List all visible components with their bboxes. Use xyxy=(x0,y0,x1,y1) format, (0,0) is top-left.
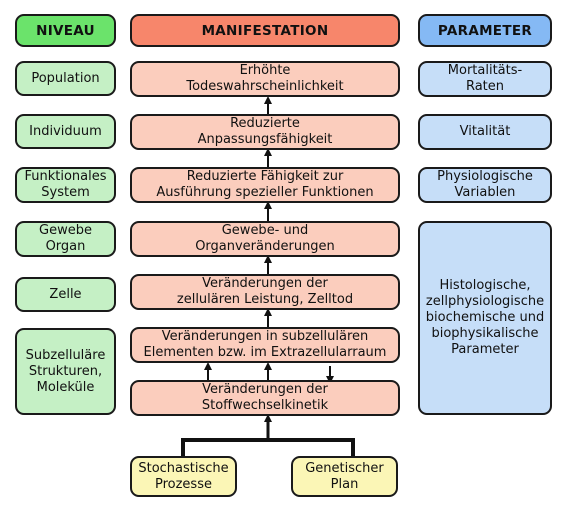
parameter-mortalitaet: Mortalitäts- Raten xyxy=(418,61,552,97)
manifestation-zelltod: Veränderungen der zellulären Leistung, Z… xyxy=(130,274,400,310)
manifestation-organveraenderungen: Gewebe- und Organveränderungen xyxy=(130,221,400,257)
niveau-population: Population xyxy=(15,61,116,96)
manifestation-stoffwechselkinetik: Veränderungen der Stoffwechselkinetik xyxy=(130,380,400,416)
manifestation-subzellulaer: Veränderungen in subzellulären Elementen… xyxy=(130,327,400,363)
niveau-subzellulaere: Subzelluläre Strukturen, Moleküle xyxy=(15,328,116,415)
niveau-funktionales-system: Funktionales System xyxy=(15,167,116,203)
parameter-histologisch: Histologische, zellphysiologische bioche… xyxy=(418,221,552,415)
manifestation-todeswahrscheinlichkeit: Erhöhte Todeswahrscheinlichkeit xyxy=(130,61,400,97)
niveau-header: NIVEAU xyxy=(15,14,116,47)
niveau-individuum: Individuum xyxy=(15,114,116,149)
niveau-gewebe-organ: Gewebe Organ xyxy=(15,221,116,257)
parameter-header: PARAMETER xyxy=(418,14,552,47)
source-genetisch: Genetischer Plan xyxy=(291,456,398,497)
parameter-vitalitaet: Vitalität xyxy=(418,114,552,150)
source-stochastisch: Stochastische Prozesse xyxy=(130,456,237,497)
manifestation-header: MANIFESTATION xyxy=(130,14,400,47)
parameter-physiologisch: Physiologische Variablen xyxy=(418,167,552,203)
manifestation-funktionen: Reduzierte Fähigkeit zur Ausführung spez… xyxy=(130,167,400,203)
niveau-zelle: Zelle xyxy=(15,277,116,312)
source-bracket xyxy=(181,438,355,456)
manifestation-anpassungsfaehigkeit: Reduzierte Anpassungsfähigkeit xyxy=(130,114,400,150)
